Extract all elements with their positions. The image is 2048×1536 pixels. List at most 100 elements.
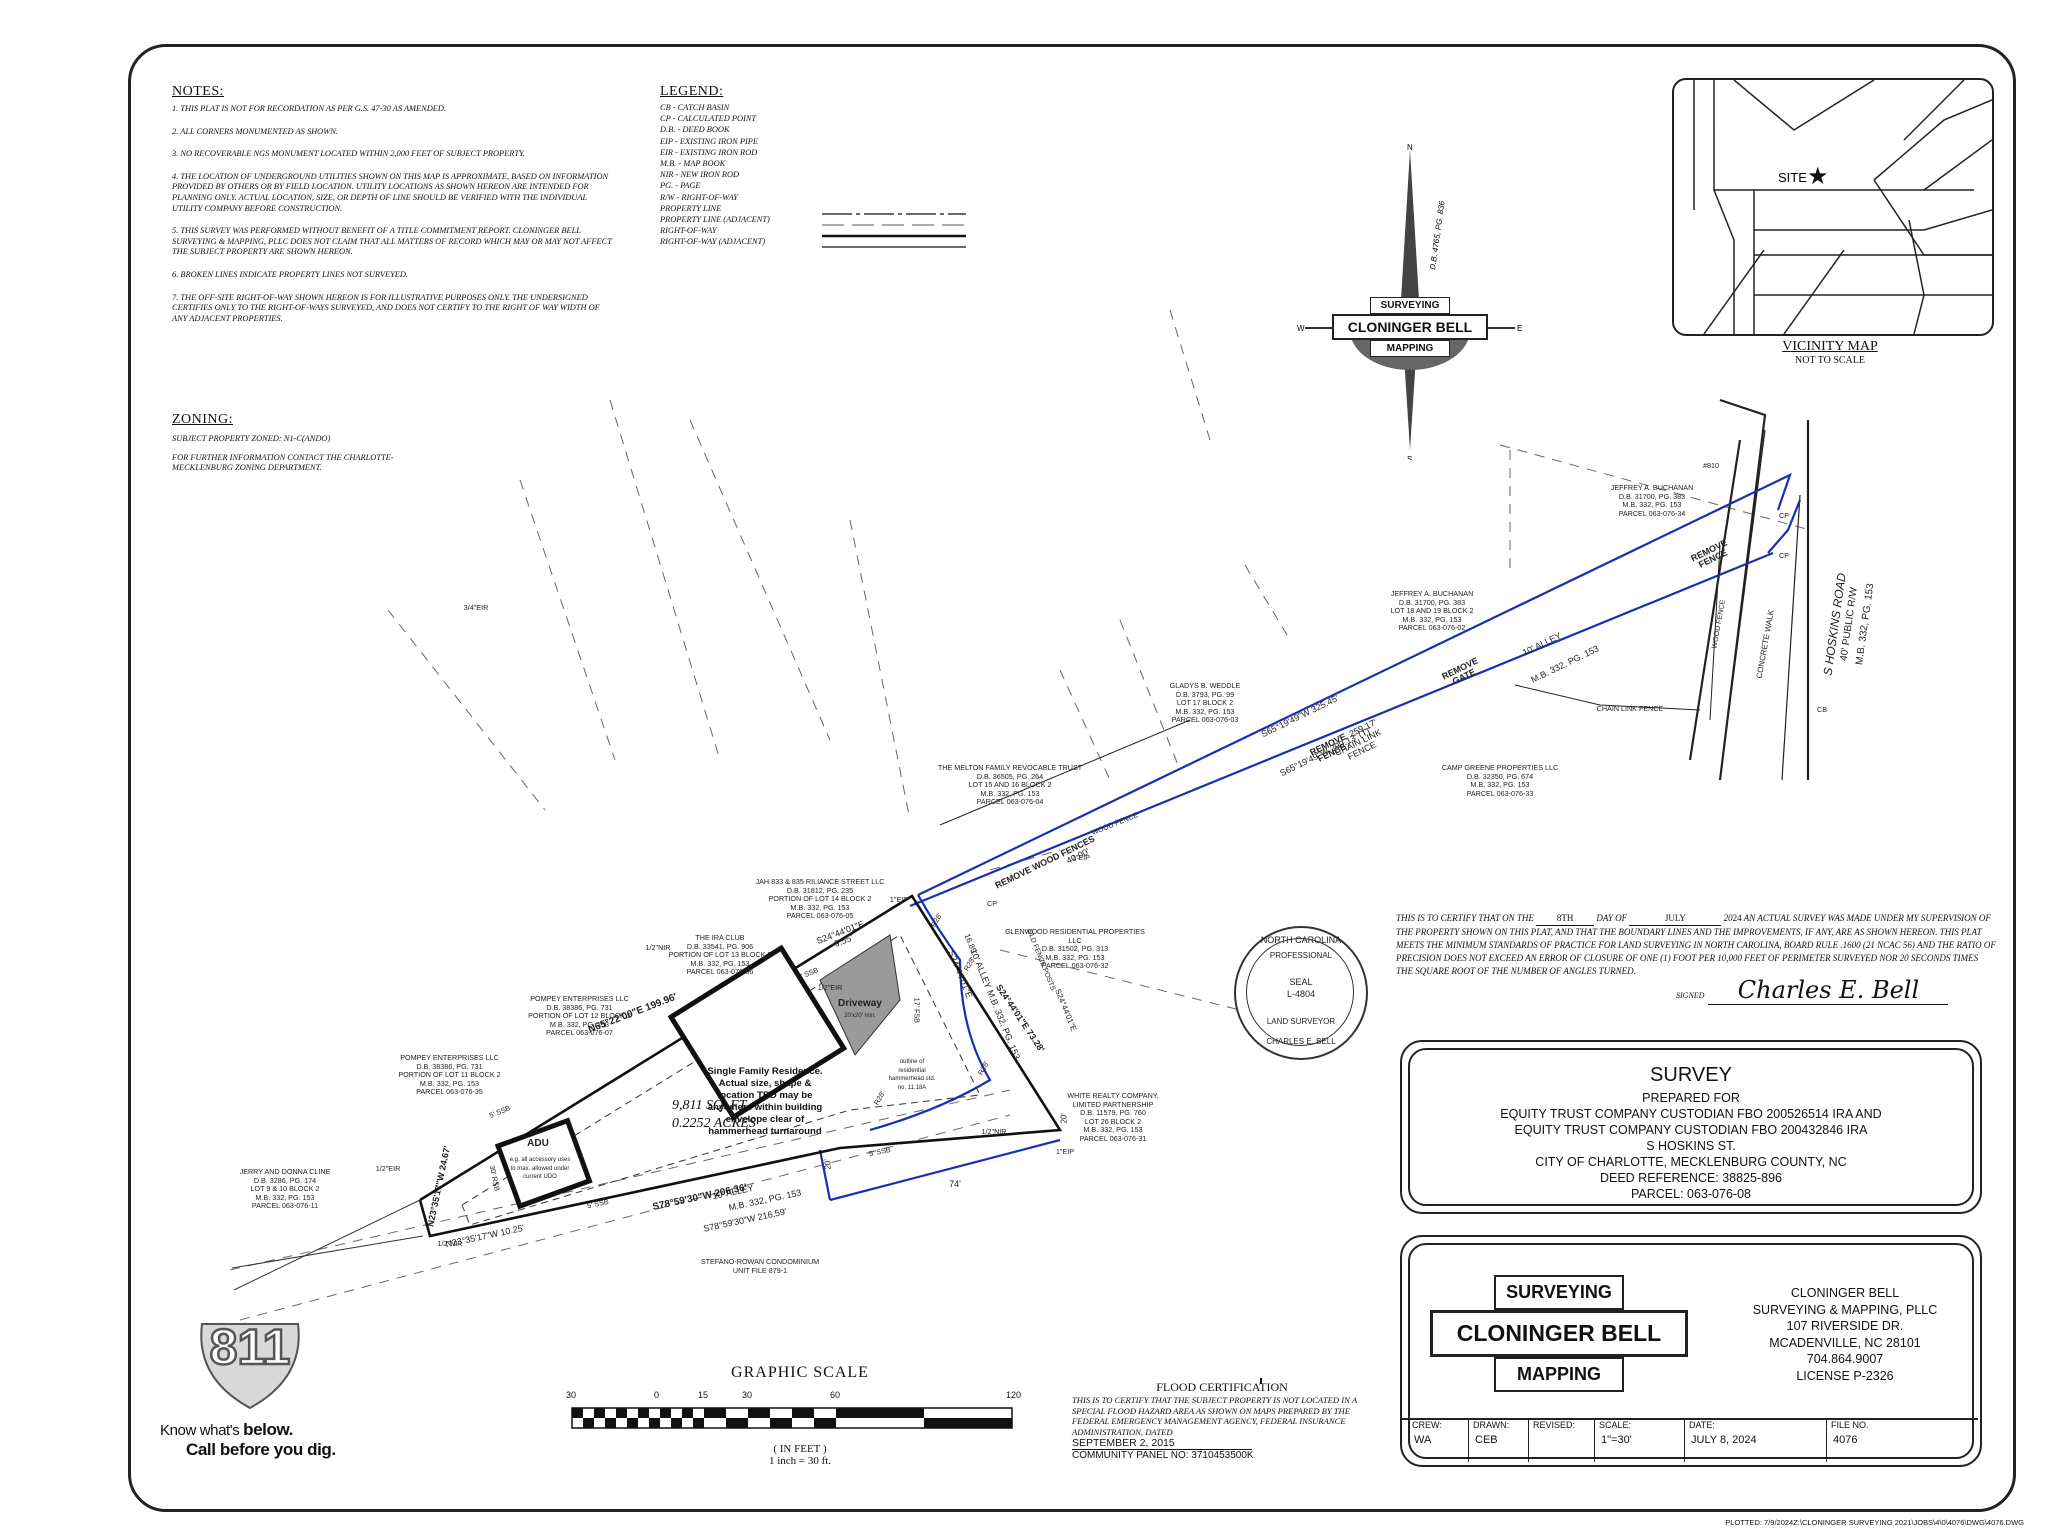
tb-drawn-value: CEB: [1475, 1434, 1498, 1446]
flood-certification: FLOOD CERTIFICATION THIS IS TO CERTIFY T…: [1072, 1380, 1372, 1461]
vicinity-map: SITE ★: [1672, 78, 1994, 336]
vicinity-map-drawing: SITE ★: [1693, 80, 1992, 334]
legend-item: RIGHT-OF-WAY: [660, 226, 717, 236]
seal-name: CHARLES E. BELL: [1266, 1037, 1336, 1046]
vicinity-site-label: SITE: [1778, 170, 1807, 185]
note-item: 1. THIS PLAT IS NOT FOR RECORDATION AS P…: [172, 104, 447, 113]
notes-title: NOTES:: [172, 84, 224, 99]
vicinity-caption: VICINITY MAP NOT TO SCALE: [1725, 339, 1935, 366]
firm-city: MCADENVILLE, NC 28101: [1769, 1335, 1921, 1350]
flood-date: SEPTEMBER 2, 2015: [1072, 1437, 1252, 1451]
survey-prepared-for: PREPARED FOR: [1642, 1091, 1740, 1105]
firm-name-2: SURVEYING & MAPPING, PLLC: [1752, 1302, 1938, 1317]
note-item: 7. THE OFF-SITE RIGHT-OF-WAY SHOWN HEREO…: [172, 292, 600, 323]
graphic-scale-units: ( IN FEET ): [773, 1443, 827, 1455]
survey-title: SURVEY: [1650, 1064, 1732, 1086]
call811-line2: Call before you dig.: [186, 1440, 336, 1459]
zoning-title: ZONING:: [172, 412, 234, 427]
graphic-scale-bar: [571, 1407, 1013, 1429]
tb-scale: SCALE: 1"=30': [1594, 1420, 1685, 1462]
scale-tick-label: 15: [698, 1390, 709, 1400]
logo-large-bottom: MAPPING: [1494, 1357, 1624, 1392]
tb-crew: CREW: WA: [1408, 1420, 1468, 1462]
surveyor-seal: NORTH CAROLINA PROFESSIONAL SEAL L-4804 …: [1234, 926, 1368, 1060]
scale-tick-label: 120: [1006, 1390, 1022, 1400]
zoning-text: SUBJECT PROPERTY ZONED: N1-C(ANDO): [172, 434, 331, 443]
firm-license: LICENSE P-2326: [1796, 1368, 1894, 1383]
note-item: 4. THE LOCATION OF UNDERGROUND UTILITIES…: [172, 171, 609, 213]
tb-drawn: DRAWN: CEB: [1468, 1420, 1529, 1462]
logo-small-bottom: MAPPING: [1370, 340, 1450, 357]
shovel-icon: [200, 1323, 300, 1410]
call811-badge: 811: [190, 1316, 310, 1412]
survey-parcel: PARCEL: 063-076-08: [1631, 1187, 1751, 1201]
flood-panel: COMMUNITY PANEL NO: 3710453500K: [1072, 1450, 1254, 1462]
certification-text: THIS IS TO CERTIFY THAT ON THE 8th DAY O…: [1396, 912, 1996, 978]
tb-date: DATE: JULY 8, 2024: [1684, 1420, 1827, 1462]
legend-item: PROPERTY LINE: [660, 203, 722, 213]
signed-label: SIGNED: [1676, 991, 1705, 1000]
scale-tick-label: 0: [654, 1390, 660, 1400]
cert-year: 24: [1732, 913, 1742, 923]
legend-item: PROPERTY LINE (ADJACENT): [660, 215, 770, 225]
zoning-section: ZONING: SUBJECT PROPERTY ZONED: N1-C(AND…: [172, 412, 612, 486]
firm-box: SURVEYING CLONINGER BELL MAPPING CLONING…: [1400, 1235, 1982, 1467]
legend-item: CP - CALCULATED POINT: [660, 114, 757, 124]
legend-item: CB - CATCH BASIN: [660, 103, 730, 112]
vicinity-title: VICINITY MAP: [1782, 339, 1878, 354]
tb-file: FILE NO. 4076: [1826, 1420, 1967, 1462]
signature-line: SIGNED Charles E. Bell: [1676, 976, 1976, 1005]
logo-large: SURVEYING CLONINGER BELL MAPPING: [1430, 1275, 1688, 1392]
cert-year-pre: 20: [1723, 913, 1733, 923]
seal-land-surveyor: LAND SURVEYOR: [1266, 1017, 1336, 1026]
call811-number: 811: [208, 1318, 291, 1377]
tb-crew-label: CREW:: [1412, 1420, 1442, 1430]
survey-client-1: EQUITY TRUST COMPANY CUSTODIAN FBO 20052…: [1500, 1107, 1882, 1121]
call811-line1-bold: below.: [243, 1420, 293, 1439]
firm-name-1: CLONINGER BELL: [1790, 1286, 1900, 1300]
signature: Charles E. Bell: [1708, 976, 1949, 1005]
graphic-scale-ratio: 1 inch = 30 ft.: [768, 1455, 832, 1467]
vicinity-subtitle: NOT TO SCALE: [1794, 355, 1865, 366]
legend-item: RIGHT-OF-WAY (ADJACENT): [660, 237, 766, 247]
scale-tick-label: 60: [830, 1390, 841, 1400]
tb-date-value: JULY 8, 2024: [1691, 1434, 1757, 1446]
adu-box: [494, 1117, 593, 1210]
legend-item: M.B. - MAP BOOK: [660, 159, 726, 169]
survey-box: SURVEY PREPARED FOR EQUITY TRUST COMPANY…: [1400, 1040, 1982, 1214]
legend-item: R/W - RIGHT-OF-WAY: [660, 192, 738, 202]
plotted-footer: PLOTTED: 7/9/2024Z:\CLONINGER SURVEYING …: [1725, 1518, 2024, 1527]
title-block-rule: [1400, 1418, 1978, 1420]
tb-revised-label: REVISED:: [1533, 1420, 1576, 1430]
survey-client-2: EQUITY TRUST COMPANY CUSTODIAN FBO 20043…: [1514, 1123, 1868, 1137]
logo-large-middle: CLONINGER BELL: [1430, 1310, 1688, 1357]
legend-item: NIR - NEW IRON ROD: [660, 170, 740, 180]
survey-address: S HOSKINS ST.: [1646, 1139, 1736, 1153]
legend-title: LEGEND:: [660, 84, 724, 99]
flood-text: THIS IS TO CERTIFY THAT THE SUBJECT PROP…: [1072, 1395, 1357, 1437]
cert-month: JULY: [1629, 912, 1722, 926]
call811-line1: Know what's: [160, 1422, 244, 1439]
logo-large-top: SURVEYING: [1494, 1275, 1624, 1310]
tb-revised: REVISED:: [1528, 1420, 1595, 1462]
notes-section: NOTES: 1. THIS PLAT IS NOT FOR RECORDATI…: [172, 84, 612, 336]
cert-prefix: THIS IS TO CERTIFY THAT ON THE: [1396, 913, 1534, 923]
seal-professional: PROFESSIONAL: [1269, 951, 1333, 960]
south-label: S: [1407, 455, 1412, 460]
note-item: 5. THIS SURVEY WAS PERFORMED WITHOUT BEN…: [172, 226, 612, 257]
tb-drawn-label: DRAWN:: [1473, 1420, 1510, 1430]
logo-small-top: SURVEYING: [1370, 297, 1450, 314]
west-label: W: [1297, 324, 1305, 333]
tb-file-value: 4076: [1833, 1434, 1858, 1446]
note-item: 6. BROKEN LINES INDICATE PROPERTY LINES …: [172, 269, 408, 279]
legend-section: LEGEND: CB - CATCH BASIN CP - CALCULATED …: [660, 84, 770, 248]
firm-info: CLONINGER BELL SURVEYING & MAPPING, PLLC…: [1710, 1285, 1980, 1384]
tb-file-label: FILE NO.: [1831, 1420, 1869, 1430]
firm-phone: 704.864.9007: [1806, 1352, 1884, 1366]
legend-item: D.B. - DEED BOOK: [660, 125, 730, 135]
north-label: N: [1407, 143, 1413, 152]
graphic-scale-title: GRAPHIC SCALE: [731, 1364, 869, 1381]
